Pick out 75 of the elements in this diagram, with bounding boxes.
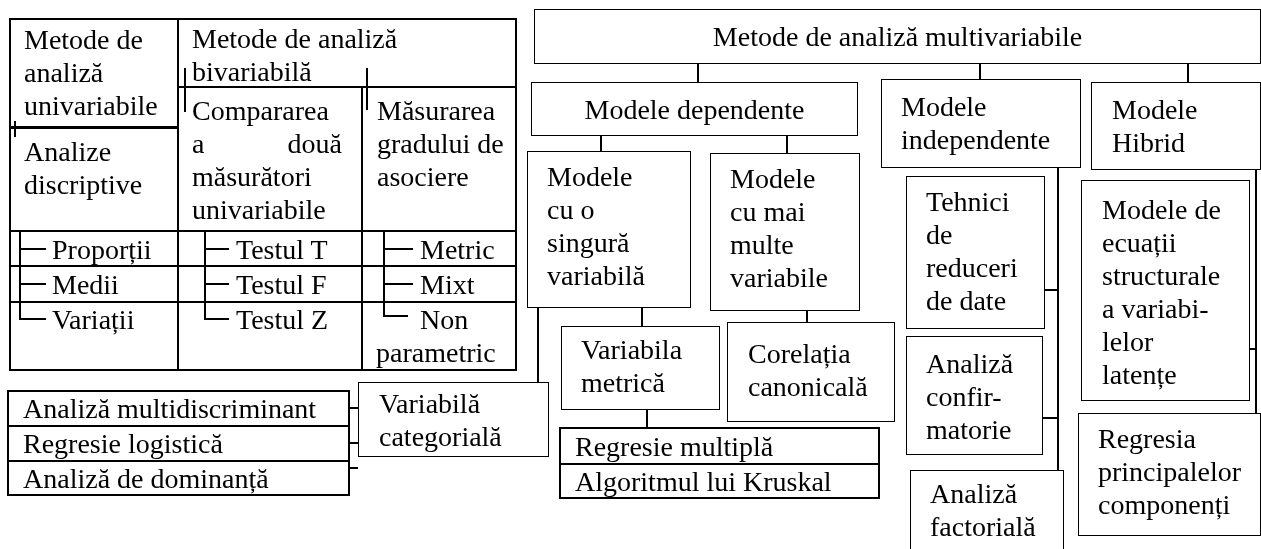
list-item: Testul T — [236, 233, 329, 266]
node-text: Modele de ecuații structurale a variabi- lelor latențe — [1102, 193, 1222, 391]
process-box — [561, 326, 720, 410]
list-item: Variații — [52, 303, 136, 336]
connector-line — [349, 467, 359, 469]
connector-line — [537, 307, 539, 383]
node-text: Tehnici de reduceri de date — [926, 185, 1019, 317]
node-text: Regresia principalelor componenți — [1098, 422, 1243, 521]
table-cell — [9, 127, 179, 232]
connector-line — [646, 409, 648, 428]
list-item: Medii — [52, 268, 120, 301]
connector-line — [349, 442, 359, 444]
process-box — [1078, 413, 1261, 536]
process-box — [1081, 180, 1250, 401]
connector-line — [349, 407, 359, 409]
table-cell — [7, 425, 350, 462]
process-box — [527, 151, 691, 308]
table-cell — [559, 463, 880, 499]
list-item: Metric — [420, 233, 496, 266]
connector-line — [204, 231, 230, 320]
node-text: Metode de analiză univariabile — [24, 23, 159, 122]
table-cell — [7, 460, 350, 496]
node-text: Metode de analiză bivariabilă — [192, 22, 399, 88]
connector-line — [600, 135, 602, 152]
process-box — [531, 82, 858, 136]
node-text: Modele cu mai multe variabile — [730, 162, 829, 294]
process-box — [910, 470, 1064, 549]
node-text: Analiză multidiscriminant — [23, 392, 318, 425]
node-text: Analize discriptive — [24, 135, 144, 201]
connector-line — [19, 231, 47, 320]
node-text: Regresie logistică — [23, 427, 224, 460]
node-text: Metode de analiză multivariabile — [711, 20, 1084, 53]
process-box — [358, 382, 549, 457]
connector-line — [366, 67, 368, 111]
connector-line — [383, 231, 409, 317]
connector-line — [641, 307, 643, 327]
connector-line — [1187, 63, 1189, 83]
table-cell — [7, 390, 350, 427]
process-box — [906, 176, 1045, 329]
process-box — [534, 9, 1261, 64]
process-box — [710, 153, 860, 311]
node-text: Modele Hibrid — [1112, 93, 1199, 159]
node-text: Corelația canonicală — [748, 337, 869, 403]
node-text: Modele cu o singură variabilă — [547, 160, 646, 292]
connector-line — [184, 67, 186, 113]
node-text: Modele dependente — [583, 93, 806, 126]
list-item: Mixt — [420, 268, 476, 301]
connector-line — [697, 63, 699, 83]
table-cell — [559, 427, 880, 465]
node-text: Măsurarea gradului de asociere — [377, 94, 504, 193]
process-box — [906, 336, 1043, 455]
node-text: Analiză de dominanță — [23, 462, 270, 495]
node-text: Regresie multiplă — [575, 430, 775, 463]
node-text: Compararea a două măsurători univariabile — [192, 94, 342, 226]
node-text: Analiză factorială — [930, 477, 1037, 543]
node-text: Algoritmul lui Kruskal — [575, 465, 833, 498]
connector-line — [1057, 167, 1059, 471]
table-cell — [177, 18, 517, 88]
connector-line — [14, 120, 16, 138]
connector-line — [806, 310, 808, 323]
node-text: Modele independente — [901, 90, 1052, 156]
list-item: Testul F — [236, 268, 328, 301]
list-item: Proporții — [52, 233, 153, 266]
process-box — [727, 322, 895, 422]
table-cell — [9, 18, 179, 128]
connector-line — [979, 63, 981, 80]
list-item: Non parametric — [376, 303, 497, 369]
process-box — [1091, 82, 1261, 170]
list-item: Testul Z — [236, 303, 330, 336]
process-box — [881, 79, 1081, 168]
node-text: Analiză confir- matorie — [926, 347, 1015, 446]
connector-line — [786, 135, 788, 154]
connector-line — [1255, 169, 1257, 414]
node-text: Variabila metrică — [581, 333, 684, 399]
node-text: Variabilă categorială — [379, 387, 503, 453]
